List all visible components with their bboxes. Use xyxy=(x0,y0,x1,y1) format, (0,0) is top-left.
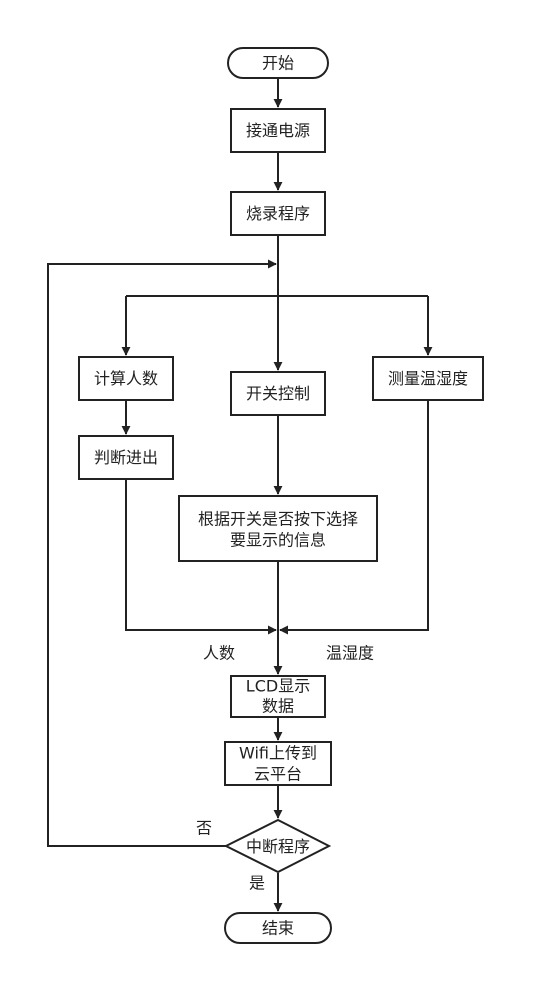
judge-in-out-label: 判断进出 xyxy=(94,448,158,467)
lcd-label-line1: LCD显示 xyxy=(246,677,310,696)
end-label: 结束 xyxy=(262,919,294,938)
switch-control-label: 开关控制 xyxy=(246,384,310,403)
select-display-label-line2: 要显示的信息 xyxy=(230,531,326,550)
start-label: 开始 xyxy=(262,54,294,73)
flash-program-node xyxy=(230,191,326,236)
power-on-node xyxy=(230,108,326,153)
count-people-node xyxy=(78,356,174,401)
count-people-label: 计算人数 xyxy=(94,369,158,388)
edge-judge-to-merge xyxy=(125,479,277,635)
edge-label-temp-humidity: 温湿度 xyxy=(326,644,374,663)
edge-measure-to-merge xyxy=(279,400,429,635)
power-on-label: 接通电源 xyxy=(246,121,310,140)
wifi-label-line2: 云平台 xyxy=(254,765,302,784)
wifi-upload-node xyxy=(224,741,332,786)
measure-node xyxy=(372,356,484,401)
end-node xyxy=(224,912,332,944)
select-display-label-line1: 根据开关是否按下选择 xyxy=(198,510,358,529)
edge-loop-back xyxy=(47,259,277,847)
select-display-node xyxy=(178,495,378,562)
judge-in-out-node xyxy=(78,435,174,480)
measure-label: 测量温湿度 xyxy=(388,369,468,388)
lcd-display-node xyxy=(230,675,326,718)
start-node xyxy=(227,47,329,79)
edge-label-people: 人数 xyxy=(203,644,235,663)
edge-label-no: 否 xyxy=(196,819,212,838)
lcd-label-line2: 数据 xyxy=(262,697,294,716)
flash-program-label: 烧录程序 xyxy=(246,204,310,223)
wifi-label-line1: Wifi上传到 xyxy=(239,744,317,763)
interrupt-label: 中断程序 xyxy=(246,837,310,856)
interrupt-decision-node xyxy=(223,818,332,874)
edge-label-yes: 是 xyxy=(249,874,265,893)
switch-control-node xyxy=(230,371,326,416)
